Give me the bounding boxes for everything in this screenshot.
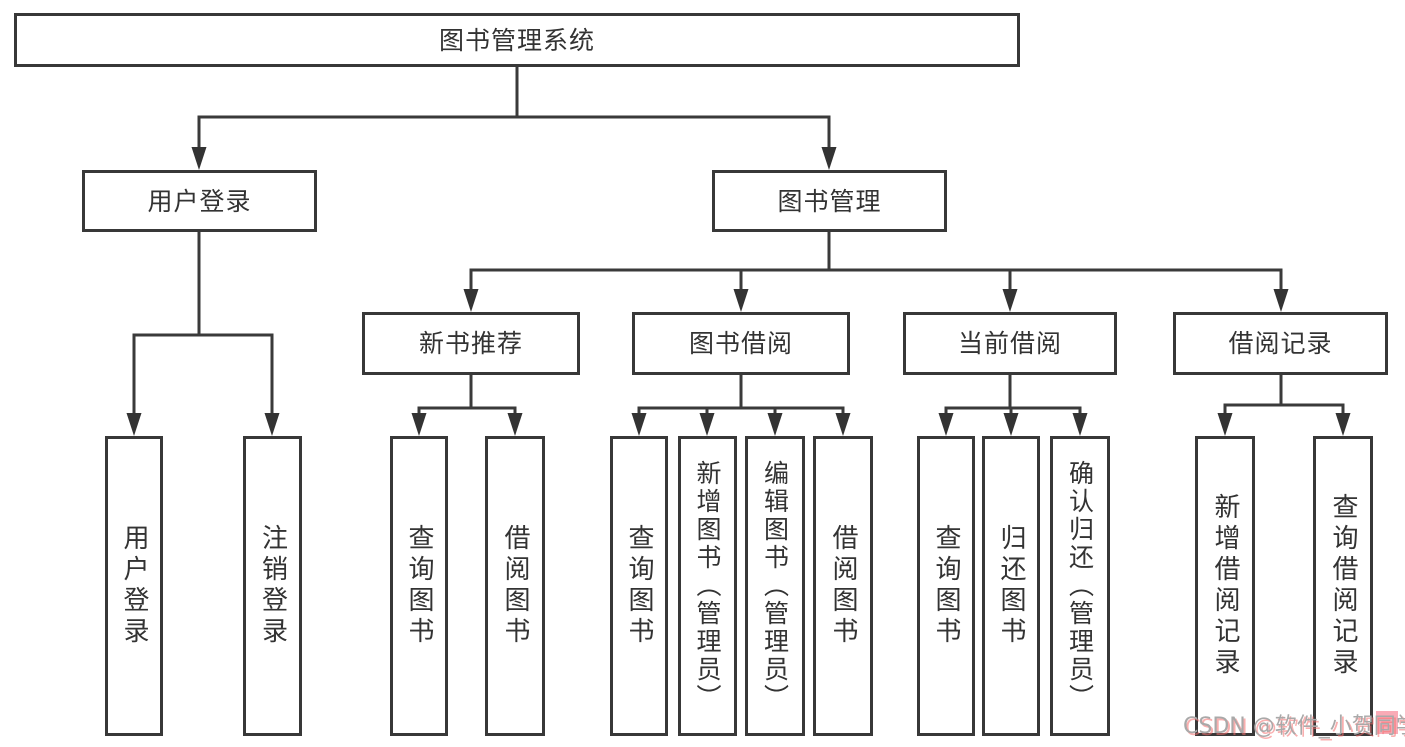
arrowhead-cb-confirm-return — [1072, 413, 1088, 436]
leaf-br-query-record: 查询借阅记录 — [1313, 436, 1373, 736]
arrowhead-borrow-records — [1273, 289, 1289, 312]
watermark: CSDN @软件_小贺同学 — [1183, 714, 1405, 739]
arrowhead-leaf-user-login — [126, 413, 142, 436]
node-label: 借阅图书 — [828, 524, 858, 648]
node-label: 借阅记录 — [1228, 329, 1333, 358]
arrowhead-bb-query-books — [631, 413, 647, 436]
arrowhead-cb-return-books — [1003, 413, 1019, 436]
leaf-cb-confirm-return-admin: 确认归还（管理员） — [1050, 436, 1110, 736]
arrowhead-current-borrow — [1002, 289, 1018, 312]
node-book-management-system: 图书管理系统 — [14, 13, 1020, 67]
arrowhead-rec-query-books — [411, 413, 427, 436]
arrowhead-cb-query-books — [938, 413, 954, 436]
leaf-rec-borrow-books: 借阅图书 — [485, 436, 545, 736]
leaf-bb-add-books-admin: 新增图书（管理员） — [678, 436, 737, 736]
leaf-cb-return-books: 归还图书 — [982, 436, 1040, 736]
node-label: 编辑图书（管理员） — [760, 460, 790, 712]
node-borrow-records: 借阅记录 — [1173, 312, 1388, 375]
node-label: 注销登录 — [257, 524, 288, 648]
node-label: 当前借阅 — [957, 329, 1062, 358]
arrowhead-book-borrow — [733, 289, 749, 312]
node-label: 查询图书 — [931, 524, 961, 648]
node-label: 新增图书（管理员） — [693, 460, 722, 712]
leaf-bb-query-books: 查询图书 — [610, 436, 668, 736]
node-label: 查询图书 — [624, 524, 654, 648]
node-label: 图书借阅 — [688, 329, 793, 358]
arrowhead-br-add-record — [1217, 413, 1233, 436]
leaf-bb-borrow-books: 借阅图书 — [813, 436, 873, 736]
node-label: 查询图书 — [404, 524, 434, 648]
node-user-login: 用户登录 — [82, 170, 317, 232]
arrowhead-book-management — [821, 147, 837, 170]
node-label: 图书管理 — [777, 186, 882, 216]
node-label: 用户登录 — [119, 524, 149, 648]
node-current-borrow: 当前借阅 — [903, 312, 1117, 375]
connector-book-borrow-children — [637, 375, 845, 415]
node-label: 图书管理系统 — [438, 25, 595, 55]
arrowhead-rec-borrow-books — [507, 413, 523, 436]
leaf-user-login: 用户登录 — [105, 436, 163, 736]
arrowhead-bb-add-books — [699, 413, 715, 436]
arrowhead-br-query-record — [1335, 413, 1351, 436]
node-label: 新增借阅记录 — [1210, 493, 1240, 679]
connector-current-borrow-children — [944, 375, 1082, 415]
leaf-br-add-record: 新增借阅记录 — [1195, 436, 1255, 736]
node-label: 新书推荐 — [418, 329, 523, 358]
node-label: 借阅图书 — [500, 524, 530, 648]
node-label: 确认归还（管理员） — [1065, 460, 1095, 712]
connector-book-management-children — [469, 232, 1283, 291]
connector-borrow-records-children — [1223, 375, 1345, 415]
node-label: 查询借阅记录 — [1328, 493, 1358, 679]
connector-root-to-level2 — [197, 67, 831, 149]
leaf-cb-query-books: 查询图书 — [917, 436, 975, 736]
leaf-rec-query-books: 查询图书 — [390, 436, 448, 736]
node-book-management: 图书管理 — [712, 170, 947, 232]
node-label: 用户登录 — [147, 186, 252, 216]
node-new-book-recommend: 新书推荐 — [362, 312, 580, 375]
arrowhead-leaf-logout — [264, 413, 280, 436]
arrowhead-new-book-recommend — [463, 289, 479, 312]
arrowhead-bb-borrow-books — [835, 413, 851, 436]
arrowhead-bb-edit-books — [767, 413, 783, 436]
watermark-highlight — [1376, 711, 1398, 734]
node-label: 归还图书 — [996, 524, 1026, 648]
connector-new-book-recommend-children — [417, 375, 517, 415]
arrowhead-user-login — [191, 147, 207, 170]
node-book-borrow: 图书借阅 — [632, 312, 850, 375]
leaf-logout: 注销登录 — [243, 436, 302, 736]
leaf-bb-edit-books-admin: 编辑图书（管理员） — [745, 436, 805, 736]
connector-user-login-children — [132, 232, 274, 415]
